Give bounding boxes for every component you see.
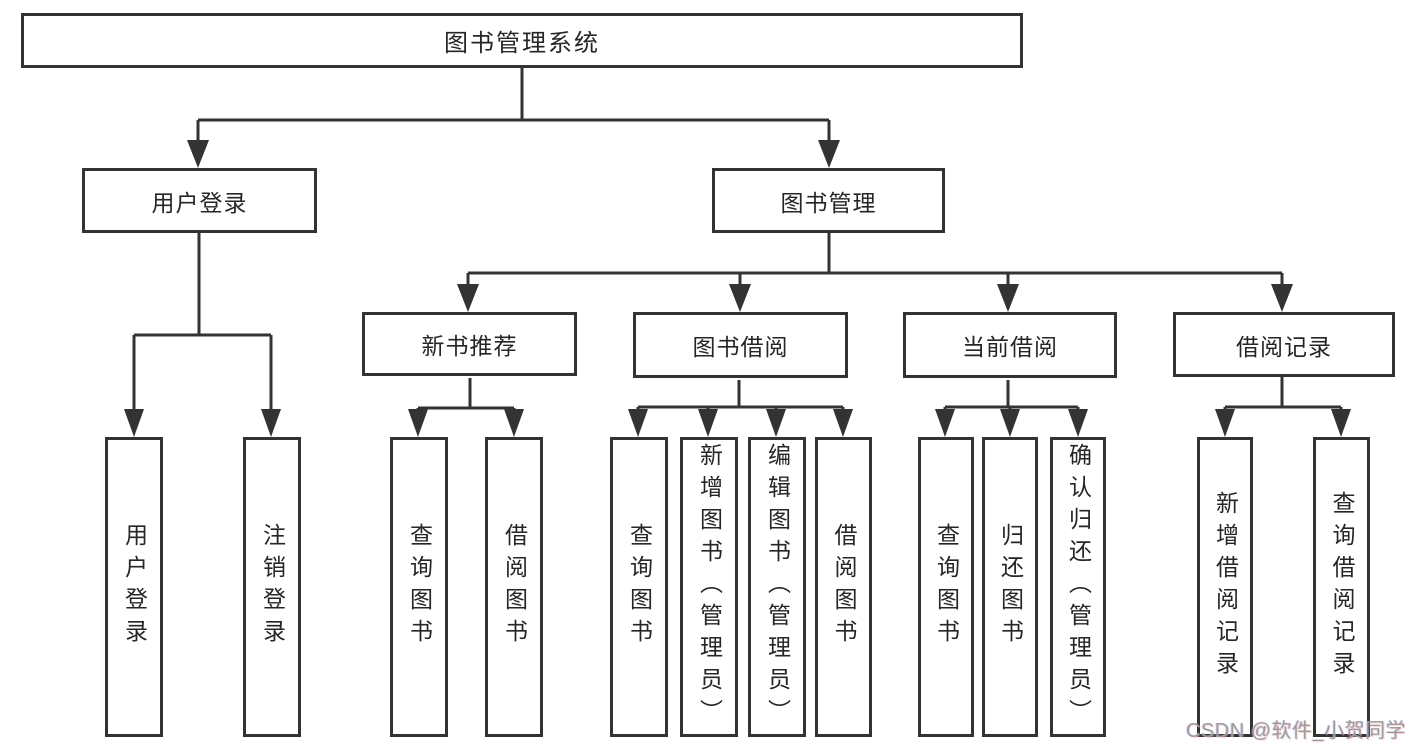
leaf-label: 查询图书: [933, 523, 960, 651]
leaf-label: 借阅图书: [501, 523, 528, 651]
leaf-confirm-return-admin: 确认归还（管理员）: [1050, 437, 1106, 737]
leaf-query-books: 查询图书: [918, 437, 974, 737]
leaf-label: 查询借阅记录: [1329, 491, 1355, 683]
node-current-borrowing: 当前借阅: [903, 312, 1117, 378]
leaf-add-books-admin: 新增图书（管理员）: [680, 437, 738, 737]
node-label: 图书借阅: [692, 334, 789, 360]
leaf-add-borrow-record: 新增借阅记录: [1197, 437, 1253, 737]
leaf-label: 查询图书: [626, 523, 653, 651]
arrowheads: [124, 140, 1351, 437]
leaf-logout: 注销登录: [243, 437, 301, 737]
leaf-return-books: 归还图书: [982, 437, 1038, 737]
node-user-login: 用户登录: [82, 168, 317, 233]
node-borrowing-records: 借阅记录: [1173, 312, 1395, 377]
leaf-label: 编辑图书（管理员）: [764, 443, 791, 731]
csdn-watermark: CSDN @软件_小贺同学: [1186, 720, 1405, 742]
node-label: 用户登录: [151, 189, 248, 216]
node-label: 借阅记录: [1236, 333, 1332, 360]
leaf-borrow-books: 借阅图书: [485, 437, 543, 737]
node-book-management: 图书管理: [712, 168, 945, 233]
leaf-label: 用户登录: [121, 523, 148, 651]
leaf-label: 新增借阅记录: [1212, 491, 1239, 683]
node-label: 图书管理: [780, 189, 877, 216]
leaf-label: 借阅图书: [831, 523, 857, 651]
node-library-management-system: 图书管理系统: [21, 13, 1023, 68]
leaf-query-borrow-record: 查询借阅记录: [1313, 437, 1370, 737]
leaf-label: 查询图书: [406, 523, 433, 651]
leaf-label: 确认归还（管理员）: [1065, 443, 1092, 731]
leaf-user-login: 用户登录: [105, 437, 163, 737]
node-label: 新书推荐: [421, 333, 518, 359]
node-label: 当前借阅: [962, 334, 1058, 360]
leaf-edit-books-admin: 编辑图书（管理员）: [748, 437, 806, 737]
leaf-label: 新增图书（管理员）: [696, 443, 723, 731]
leaf-query-books: 查询图书: [610, 437, 668, 737]
leaf-query-books: 查询图书: [390, 437, 448, 737]
node-label: 图书管理系统: [444, 30, 600, 57]
leaf-label: 归还图书: [997, 523, 1024, 651]
node-book-borrowing: 图书借阅: [633, 312, 848, 378]
leaf-label: 注销登录: [259, 523, 286, 651]
node-new-book-recommendation: 新书推荐: [362, 312, 577, 376]
leaf-borrow-books: 借阅图书: [815, 437, 872, 737]
